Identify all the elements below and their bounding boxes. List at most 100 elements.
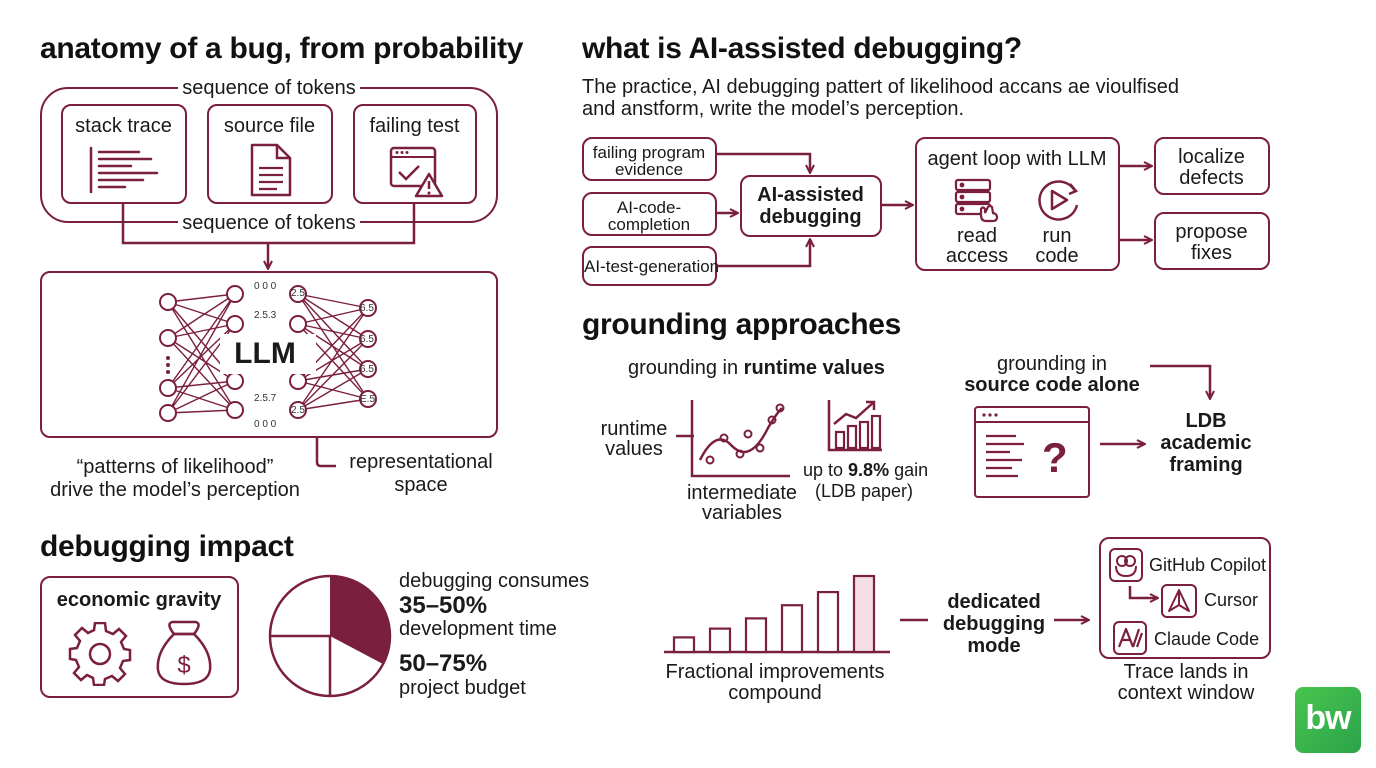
tool-label-cursor: Cursor: [1204, 590, 1259, 610]
question-mark: ?: [1042, 434, 1068, 481]
ldb-line2: academic: [1160, 432, 1252, 454]
net-number: 2.5.3: [254, 310, 277, 321]
output-line2: fixes: [1190, 242, 1233, 264]
net-number: 6.5: [360, 334, 374, 345]
net-number: 0 0 0: [254, 281, 277, 292]
mode-line1: dedicated: [947, 591, 1041, 613]
output-box-localize: localize defects: [1154, 137, 1270, 195]
gear-icon: [68, 622, 132, 686]
anatomy-title: anatomy of a bug, from probability: [40, 32, 524, 65]
dev-label: development time: [399, 618, 557, 640]
neural-network-icon: [159, 285, 377, 422]
improvement-bar: [744, 617, 768, 654]
center-line1: AI-assisted: [757, 184, 864, 206]
logo-text: bw: [1305, 699, 1351, 737]
net-number: 6.5: [360, 303, 374, 314]
what-is-desc-line2: and anstform, write the model’s percepti…: [582, 98, 965, 120]
improvement-bar: [708, 627, 732, 654]
budget-pie-chart: [268, 574, 392, 698]
source-file-label: source file: [223, 115, 316, 137]
patterns-caption-line2: drive the model’s perception: [50, 479, 300, 501]
intermediate-line2: variables: [701, 502, 783, 524]
improvements-bar-chart: [664, 574, 890, 654]
copilot-icon: [1109, 548, 1143, 582]
scatter-icon: [690, 400, 790, 478]
economic-gravity-box: economic gravity $: [40, 576, 239, 698]
trace-line1: Trace lands in: [1123, 661, 1249, 683]
tool-label-claude: Claude Code: [1154, 629, 1260, 649]
runtime-values-line1: runtime: [600, 418, 668, 440]
stack-trace-icon: [89, 146, 159, 194]
net-number: 0 0 0: [254, 419, 277, 430]
source-box-test-generation: AI-test-generation: [582, 246, 720, 286]
read-access-line2: access: [945, 245, 1009, 267]
run-code-line2: code: [1035, 245, 1079, 267]
improvement-bar: [780, 604, 804, 654]
ldb-line3: framing: [1169, 454, 1243, 476]
source-box-failing-evidence: failing program evidence: [582, 137, 717, 181]
tools-box: GitHub Copilot Cursor Claude Code: [1099, 537, 1271, 659]
output-line2: defects: [1179, 167, 1244, 189]
patterns-caption-line1: “patterns of likelihood”: [76, 456, 274, 478]
output-line1: propose: [1175, 221, 1248, 243]
ai-assisted-debugging-box: AI-assisted debugging: [740, 175, 882, 237]
output-line1: localize: [1178, 146, 1245, 168]
net-number: 2.5.7: [254, 393, 277, 404]
what-is-title: what is AI-assisted debugging?: [582, 32, 1022, 65]
runtime-heading: grounding in runtime values: [628, 357, 885, 379]
claude-icon: [1113, 621, 1147, 655]
agent-loop-title: agent loop with LLM: [927, 148, 1107, 170]
gain-label: up to 9.8% gain: [803, 460, 929, 480]
improvements-caption-line1: Fractional improvements: [665, 661, 885, 683]
growth-chart-icon: [827, 400, 882, 452]
source-heading-line1: grounding in: [996, 353, 1108, 375]
run-code-line1: run: [1042, 225, 1072, 247]
net-number: E.5: [360, 394, 376, 405]
failing-test-label: failing test: [369, 115, 460, 137]
source-label-line1: AI-code-: [616, 198, 682, 217]
stack-trace-label: stack trace: [75, 115, 172, 137]
output-box-propose: propose fixes: [1154, 212, 1270, 270]
trace-line2: context window: [1117, 682, 1255, 704]
source-label-line1: AI-test-generation: [584, 257, 720, 276]
source-file-box: source file: [207, 104, 333, 204]
source-code-window: ?: [974, 406, 1090, 498]
run-code-icon: [1038, 180, 1079, 221]
intermediate-line1: intermediate: [686, 482, 798, 504]
net-number: 6.5: [360, 364, 374, 375]
cursor-icon: [1161, 584, 1197, 618]
bw-logo: bw: [1295, 687, 1361, 753]
stack-trace-box: stack trace: [61, 104, 187, 204]
code-window-icon: [976, 413, 1088, 478]
read-access-line1: read: [956, 225, 998, 247]
source-label-line1: failing program: [592, 143, 706, 162]
failing-test-icon: [389, 146, 444, 198]
runtime-values-line2: values: [605, 438, 663, 460]
representational-line2: space: [394, 474, 448, 496]
source-box-code-completion: AI-code- completion: [582, 192, 717, 236]
dev-pct: 35–50%: [399, 592, 488, 619]
improvement-bar: [672, 636, 696, 654]
tool-label-copilot: GitHub Copilot: [1149, 555, 1267, 575]
pie-slice-debugging: [330, 576, 390, 664]
net-number: 2.5: [291, 288, 305, 299]
improvements-caption-line2: compound: [728, 682, 822, 704]
tokens-bottom-label: sequence of tokens: [178, 212, 360, 234]
source-label-line2: evidence: [614, 160, 684, 179]
consumes-label: debugging consumes: [399, 570, 590, 592]
gain-source: (LDB paper): [814, 481, 914, 501]
agent-loop-box: agent loop with LLM read access run code: [915, 137, 1120, 271]
mode-line2: debugging: [942, 613, 1046, 635]
tokens-top-label: sequence of tokens: [178, 77, 360, 99]
net-number: 2.5: [291, 405, 305, 416]
grounding-title: grounding approaches: [582, 308, 902, 341]
money-bag-icon: $: [156, 620, 212, 686]
database-read-icon: [954, 178, 999, 223]
mode-line3: mode: [967, 635, 1021, 657]
ldb-line1: LDB: [1185, 410, 1227, 432]
budget-pct: 50–75%: [399, 650, 488, 677]
llm-label: LLM: [234, 337, 296, 370]
impact-title: debugging impact: [40, 530, 294, 563]
source-label-line2: completion: [607, 215, 691, 234]
center-line2: debugging: [759, 206, 862, 228]
